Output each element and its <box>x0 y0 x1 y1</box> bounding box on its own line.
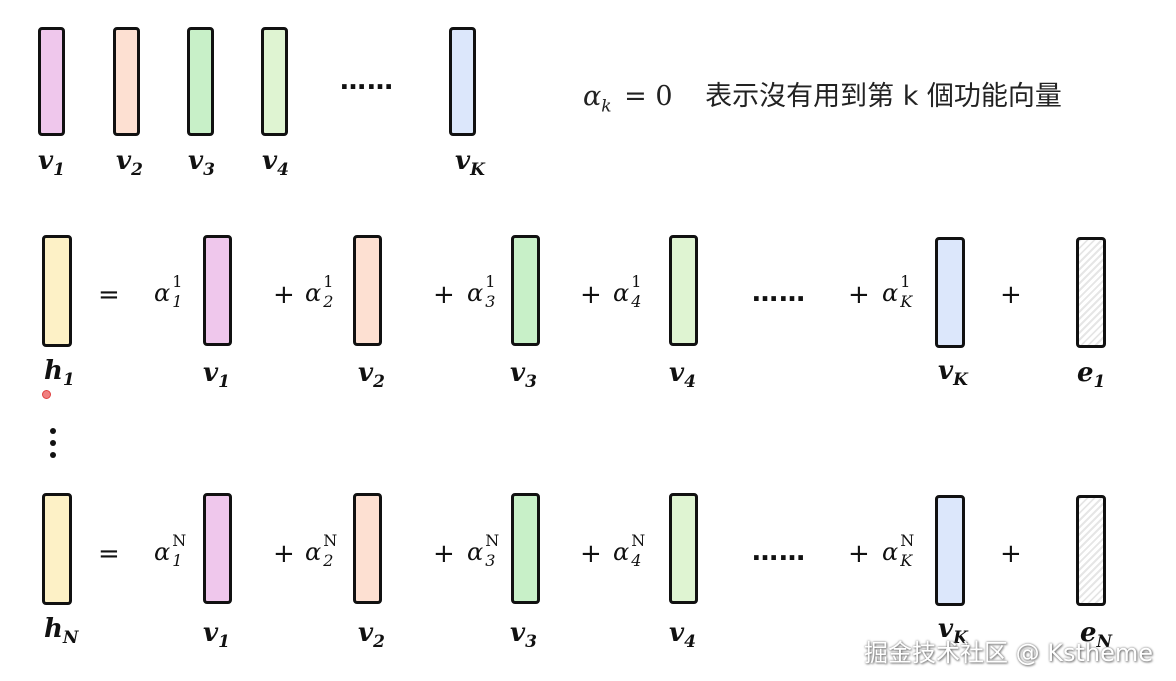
row1-ellipsis: …… <box>752 278 806 308</box>
rowN-v1-bar <box>203 493 232 604</box>
rowN-label-v3: v3 <box>510 618 537 652</box>
vector-v4-bar <box>261 27 288 136</box>
row1-equals: = <box>98 280 120 310</box>
rowN-label-eN: eN <box>1080 618 1113 652</box>
row1-plus-4: + <box>848 280 870 310</box>
row1-plus-5: + <box>1000 280 1022 310</box>
vector-v1-bar <box>38 27 65 136</box>
rowN-ellipsis: …… <box>752 537 806 567</box>
vector-vK-bar <box>449 27 476 136</box>
rowN-plus-2: + <box>433 539 455 569</box>
rowN-vK-bar <box>935 495 965 606</box>
vector-v3-bar <box>187 27 214 136</box>
row1-v3-bar <box>511 235 540 346</box>
vertical-ellipsis <box>50 428 56 464</box>
row1-label-v2: v2 <box>358 358 385 392</box>
vector-v2-bar <box>113 27 140 136</box>
rowN-plus-5: + <box>1000 539 1022 569</box>
rowN-label-v2: v2 <box>358 618 385 652</box>
rowN-v4-bar <box>669 493 698 604</box>
row1-plus-2: + <box>433 280 455 310</box>
label-h1: h1 <box>44 356 75 390</box>
row1-label-e1: e1 <box>1077 358 1106 392</box>
label-v2: v2 <box>116 146 143 180</box>
alpha-zero-caption: αk = 0 表示沒有用到第 k 個功能向量 <box>583 81 1062 117</box>
watermark: 掘金技术社区 @ Kstheme <box>864 639 1154 667</box>
row1-v1-bar <box>203 235 232 346</box>
label-v1: v1 <box>38 146 65 180</box>
row1-error-e1-bar <box>1076 237 1106 348</box>
label-v4: v4 <box>262 146 289 180</box>
row1-v4-bar <box>669 235 698 346</box>
rowN-label-v1: v1 <box>203 618 230 652</box>
label-v3: v3 <box>188 146 215 180</box>
top-ellipsis: …… <box>340 66 394 96</box>
row1-label-v1: v1 <box>203 358 230 392</box>
row1-label-vK: vK <box>938 356 968 390</box>
label-vK: vK <box>455 146 485 180</box>
row1-label-v3: v3 <box>510 358 537 392</box>
rowN-v2-bar <box>353 493 382 604</box>
row1-v2-bar <box>353 235 382 346</box>
row1-label-v4: v4 <box>669 358 696 392</box>
label-hN: hN <box>44 614 79 648</box>
rowN-error-eN-bar <box>1076 495 1106 606</box>
cursor-dot <box>42 390 51 399</box>
row1-plus-3: + <box>580 280 602 310</box>
hidden-h1-bar <box>42 235 72 347</box>
row1-plus-1: + <box>273 280 295 310</box>
rowN-label-v4: v4 <box>669 618 696 652</box>
rowN-equals: = <box>98 539 120 569</box>
rowN-v3-bar <box>511 493 540 604</box>
hidden-hN-bar <box>42 493 72 605</box>
rowN-plus-3: + <box>580 539 602 569</box>
rowN-plus-4: + <box>848 539 870 569</box>
rowN-label-vK: vK <box>938 614 968 648</box>
row1-vK-bar <box>935 237 965 348</box>
rowN-plus-1: + <box>273 539 295 569</box>
